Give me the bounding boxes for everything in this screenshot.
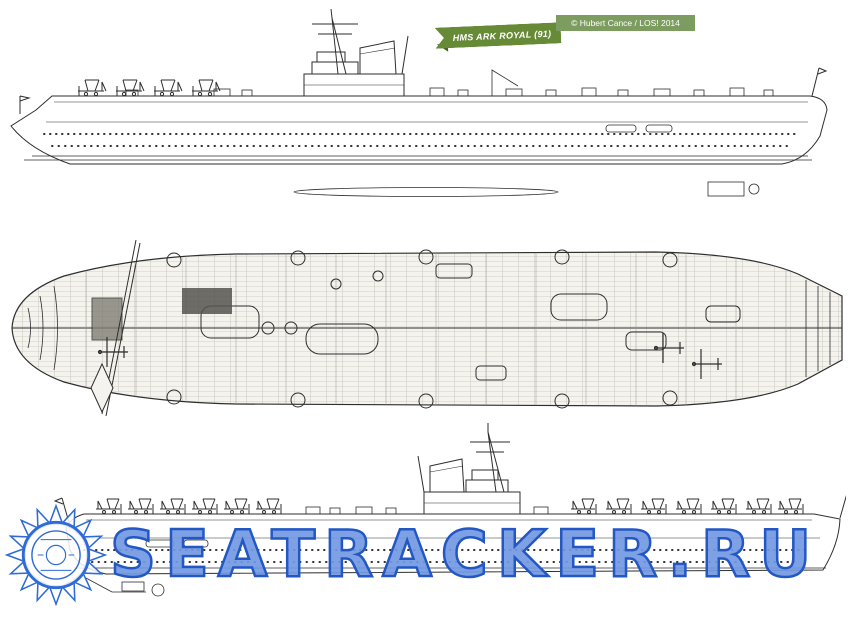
deck-fittings <box>145 506 549 548</box>
ship-side-profile-top-figure <box>10 8 828 197</box>
parked-aircraft-group <box>77 79 221 97</box>
folded-mast <box>90 239 141 417</box>
stern-flagstaff <box>53 497 71 527</box>
ship-side-profile-bottom-figure <box>53 423 846 597</box>
hull-outline <box>10 95 828 165</box>
bow-rounddown-lines <box>27 285 58 371</box>
stern-rounddown-lines <box>805 280 831 377</box>
propeller-rudder-details <box>85 577 165 597</box>
crane <box>491 69 519 96</box>
underhull-details <box>293 181 760 197</box>
tripod-mast <box>330 8 347 75</box>
deck-fittings <box>125 69 774 133</box>
tripod-mast <box>487 423 505 493</box>
credit-box: © Hubert Cance / LOS! 2014 <box>556 15 695 31</box>
title-ribbon-label: HMS ARK ROYAL (91) <box>452 28 552 43</box>
deck-outline <box>11 251 843 407</box>
ship-deck-plan-figure <box>11 239 843 417</box>
hull-outline <box>65 513 841 575</box>
bow-flagstaff <box>839 495 846 519</box>
island-superstructure <box>303 8 409 97</box>
island-superstructure <box>417 423 521 515</box>
credit-label: © Hubert Cance / LOS! 2014 <box>571 18 680 28</box>
parked-aircraft-group <box>95 498 804 515</box>
deck-features <box>91 249 741 409</box>
stern-flagstaff <box>811 67 828 97</box>
bow-flagstaff <box>19 95 31 114</box>
